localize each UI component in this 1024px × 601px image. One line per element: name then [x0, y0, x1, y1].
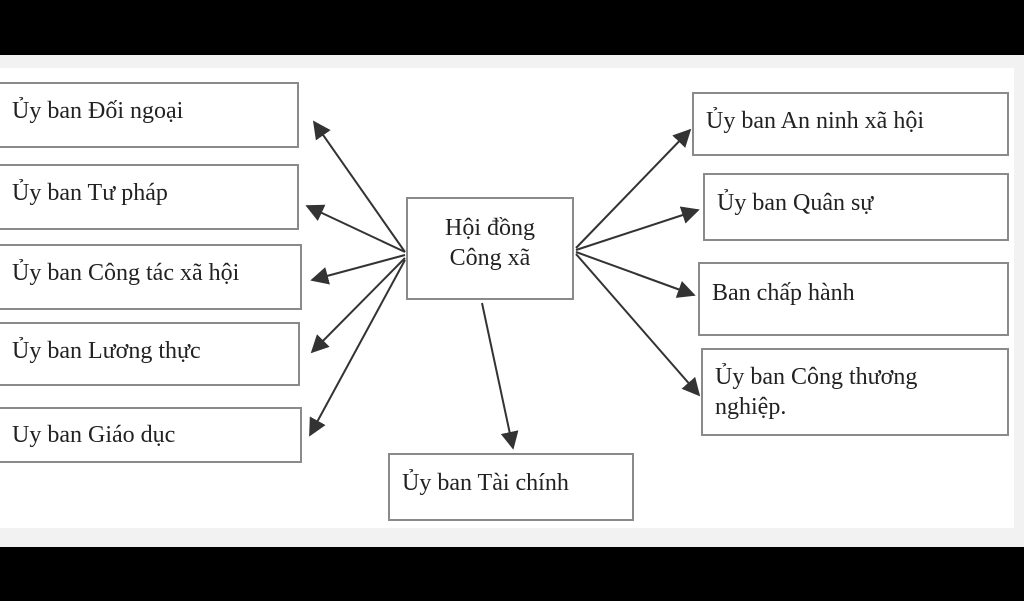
- arrow-to-an-ninh-xa-hoi: [575, 128, 692, 249]
- central-node-line-1: Hội đồng: [445, 215, 535, 241]
- central-node-box: Hội đồng Công xã: [406, 197, 574, 300]
- node-an-ninh-xa-hoi: Ủy ban An ninh xã hội: [692, 92, 1009, 156]
- arrow-to-cong-thuong-nghiep: [575, 253, 701, 397]
- node-ban-chap-hanh: Ban chấp hành: [698, 262, 1009, 336]
- arrow-to-quan-su: [575, 206, 700, 251]
- node-quan-su: Ủy ban Quân sự: [703, 173, 1009, 241]
- arrow-to-cong-tac-xa-hoi: [310, 254, 406, 285]
- node-luong-thuc: Ủy ban Lương thực: [0, 322, 300, 386]
- arrow-to-luong-thuc: [310, 257, 406, 354]
- arrow-to-giao-duc: [309, 259, 406, 437]
- arrow-to-ban-chap-hanh: [575, 251, 696, 298]
- node-cong-tac-xa-hoi: Ủy ban Công tác xã hội: [0, 244, 302, 310]
- central-node-line-2: Công xã: [449, 245, 531, 271]
- node-tai-chinh: Ủy ban Tài chính: [388, 453, 634, 521]
- node-tu-phap: Ủy ban Tư pháp: [0, 164, 299, 230]
- node-giao-duc: Uy ban Giáo dục: [0, 407, 302, 463]
- node-cong-thuong-nghiep: Ủy ban Công thương nghiệp.: [701, 348, 1009, 436]
- node-doi-ngoai: Ủy ban Đối ngoại: [0, 82, 299, 148]
- arrow-to-tai-chinh: [481, 302, 519, 450]
- arrow-to-doi-ngoai: [312, 120, 406, 253]
- arrow-to-tu-phap: [305, 204, 406, 253]
